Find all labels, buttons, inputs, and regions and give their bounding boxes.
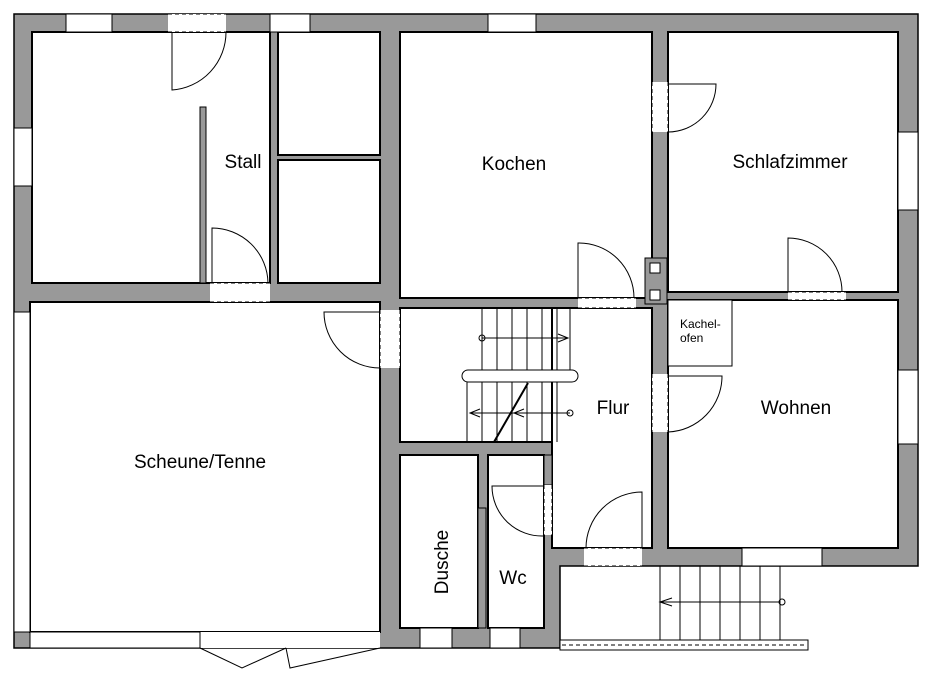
label-stall: Stall <box>225 152 262 173</box>
label-scheune: Scheune/Tenne <box>134 452 266 473</box>
room-schlafzimmer <box>667 31 899 293</box>
windows <box>13 13 919 649</box>
label-dusche: Dusche <box>432 530 453 594</box>
wc-wall-stub <box>543 454 553 486</box>
dusche-wc-wall <box>477 507 487 629</box>
room-scheune <box>29 301 381 633</box>
partition-wall <box>199 106 207 284</box>
room-wc <box>487 454 545 629</box>
room-small-upper <box>277 31 381 156</box>
chimney-flue <box>649 262 661 274</box>
room-small-lower <box>277 159 381 284</box>
label-schlafzimmer: Schlafzimmer <box>732 152 848 173</box>
chimney-flue <box>649 289 661 301</box>
room-top-left <box>31 31 271 284</box>
label-kachelofen-2: ofen <box>680 331 703 345</box>
interior-staircase <box>461 308 579 443</box>
label-wohnen: Wohnen <box>761 398 831 419</box>
doors <box>168 13 846 669</box>
label-kachelofen-1: Kachel- <box>680 317 721 331</box>
label-kochen: Kochen <box>482 154 546 175</box>
room-kochen <box>399 31 653 299</box>
kachelofen <box>667 299 733 367</box>
label-flur: Flur <box>597 398 630 419</box>
exterior-staircase <box>559 566 809 651</box>
label-wc: Wc <box>499 568 526 589</box>
